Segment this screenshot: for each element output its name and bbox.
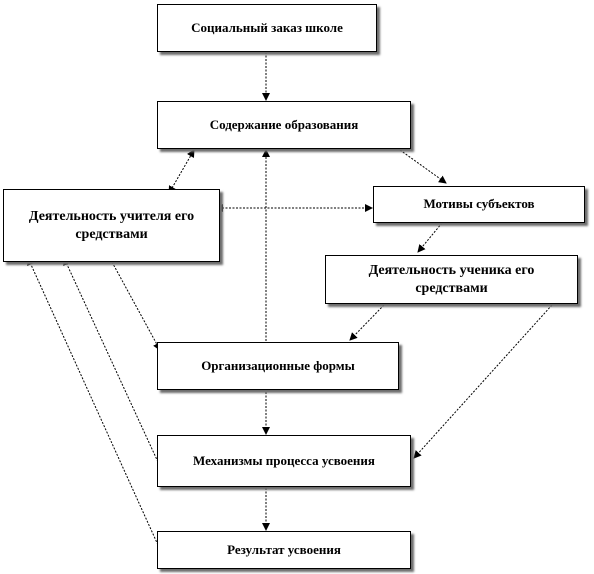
arrow-student-to-mechanisms [413,304,553,459]
node-social-order: Социальный заказ школе [157,4,377,52]
node-learning-result: Результат усвоения [157,531,411,569]
arrow-content-to-motives [399,149,447,184]
node-teacher-activity: Деятельность учителя его средствами [3,189,220,262]
node-learning-result-label: Результат усвоения [227,541,341,557]
node-learning-mechanisms: Механизмы процесса усвоения [157,435,411,487]
node-learning-mechanisms-label: Механизмы процесса усвоения [193,452,375,468]
node-organizational-forms-label: Организационные формы [201,357,355,373]
node-social-order-label: Социальный заказ школе [191,19,343,35]
node-organizational-forms: Организационные формы [157,342,399,390]
node-education-content: Содержание образования [157,101,411,149]
arrow-student-to-forms [349,304,385,341]
node-teacher-activity-label: Деятельность учителя его средствами [28,209,195,242]
node-student-activity-label: Деятельность ученика его средствами [368,263,535,296]
arrow-motives-to-student [417,222,443,253]
node-student-activity: Деятельность ученика его средствами [325,255,578,304]
arrow-content-teacher [168,149,195,195]
node-education-content-label: Содержание образования [209,116,359,132]
node-subject-motives-label: Мотивы субъектов [423,196,535,212]
arrow-mechanisms-to-teacher [63,257,159,463]
arrow-teacher-to-forms [111,261,161,351]
arrow-result-to-teacher [27,257,159,546]
node-subject-motives: Мотивы субъектов [373,186,585,223]
